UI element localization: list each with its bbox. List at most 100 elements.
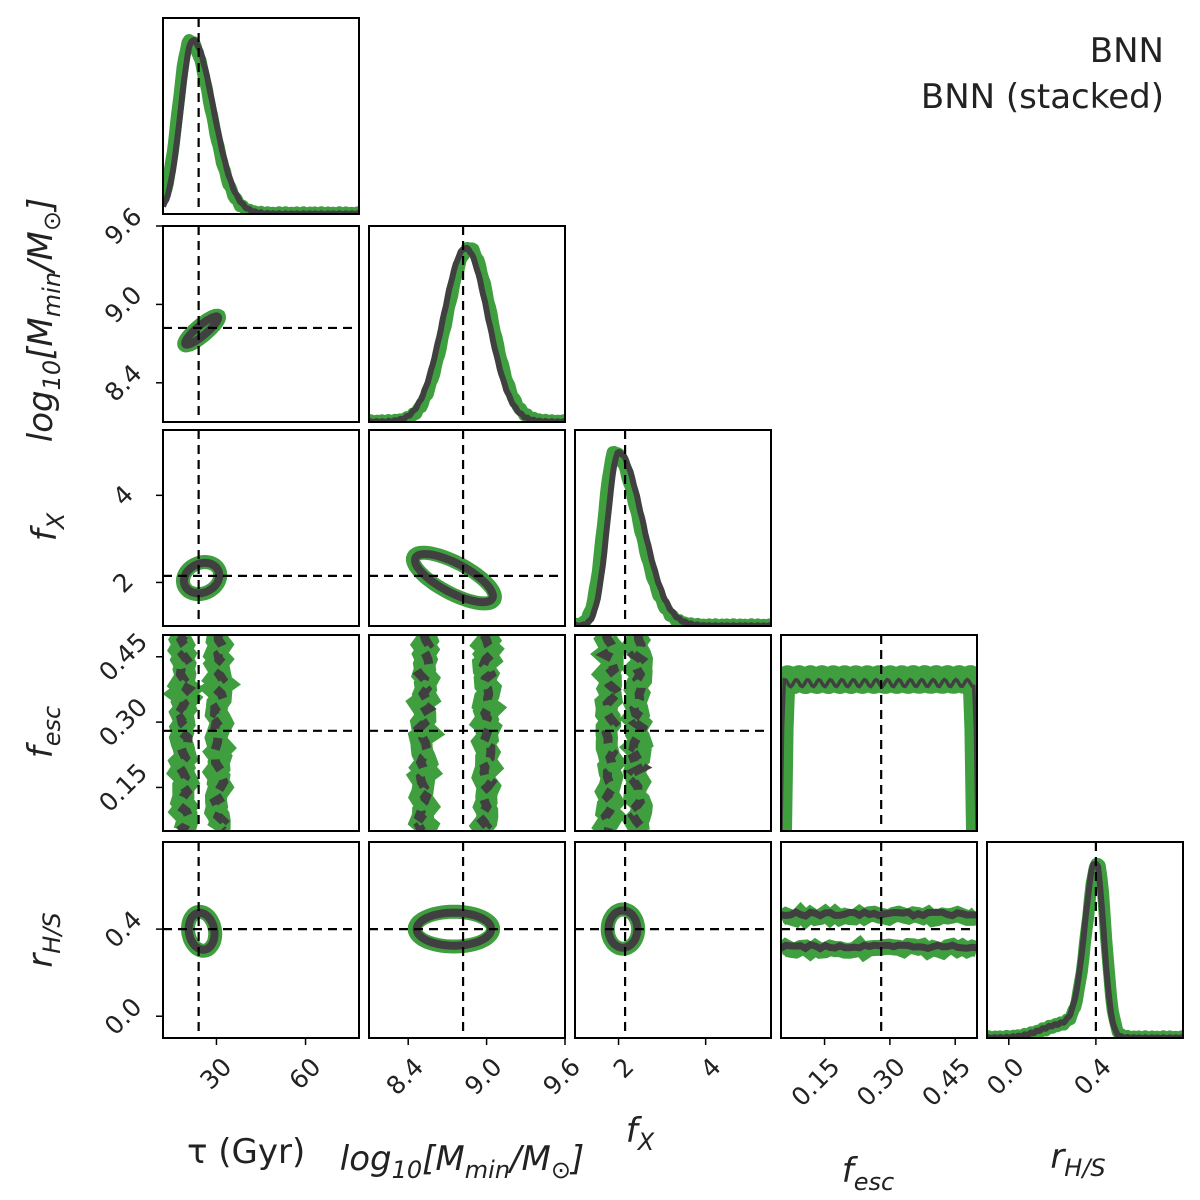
y-tick-label-rhs-1: 0.4 [99,905,148,954]
y-axis-label-fesc: fesc [21,706,66,758]
contour-panel-mmin-fx [405,545,502,611]
x-tick-label-fesc-2: 0.45 [916,1052,976,1112]
band-panel-fesc-rhs [781,901,977,963]
x-axis-label-mmin-part-5: ⊙ [551,1156,571,1184]
axis-box-fx-rhs [574,841,772,1039]
band-bnn-stacked-1 [476,635,498,831]
x-axis-label-fesc: fesc [842,1151,894,1196]
band-bnn-stacked-1 [209,635,231,831]
y-axis-label-rhs: rH/S [21,912,66,967]
y-axis-label-fx: fX [25,512,70,541]
x-tick-label-fx-1: 4 [695,1052,727,1084]
marginal-curve-bnn [781,665,977,831]
marginal-panel-mmin [369,242,565,422]
legend-entry-bnn-stacked: BNN (stacked) [921,77,1164,117]
y-axis-label-mmin-part-1: 10 [38,360,66,391]
contour-panel-tau-fx [176,554,228,602]
contour-panel-tau-rhs [181,904,223,958]
axis-box-fesc-fesc [780,634,978,832]
axis-box-fesc-rhs [780,841,978,1039]
marginal-panel-fx [575,446,771,626]
x-tick-label-mmin-1: 9.0 [459,1052,508,1101]
axis-box-tau-fesc [162,634,360,832]
x-axis-label-fx: fX [626,1111,655,1156]
y-tick-label-fx-0: 2 [107,567,139,599]
x-tick-label-mmin-0: 8.4 [381,1052,430,1101]
band-bnn-stacked-0 [781,940,977,953]
x-axis-label-fx-part-1: X [636,1128,655,1156]
band-panel-tau-fesc [163,635,242,831]
y-axis-label-mmin-part-4: /M [21,231,61,275]
y-axis-label-mmin-part-3: min [38,272,66,317]
axis-box-mmin-fx [368,429,566,627]
axis-box-tau-mmin [162,225,360,423]
x-tick-label-tau-1: 60 [284,1052,327,1095]
y-tick-label-rhs-0: 0.0 [99,992,148,1041]
marginal-panel-rhs [987,858,1183,1038]
legend: BNN BNN (stacked) [921,31,1164,117]
x-tick-label-mmin-2: 9.6 [537,1052,586,1101]
y-tick-label-mmin-0: 8.4 [99,359,148,408]
band-bnn-1 [619,635,654,831]
y-axis-label-mmin-part-2: [M [21,317,61,360]
x-axis-label-fesc-part-1: esc [854,1168,894,1196]
y-axis-label-rhs-part-1: H/S [38,912,66,953]
contour-bnn-stacked [410,549,497,607]
marginal-curve-bnn [369,242,565,422]
x-tick-label-fesc-1: 0.30 [851,1052,911,1112]
marginal-panel-tau [163,34,359,214]
marginal-panel-fesc [781,665,977,831]
y-axis-label-fesc-part-1: esc [38,706,66,746]
y-axis-label-fx-part-1: X [42,512,70,531]
band-panel-fx-fesc [590,635,654,831]
axis-box-fx-fx [574,429,772,627]
panels-layer [162,17,1184,1039]
x-tick-label-fesc-0: 0.15 [786,1052,846,1112]
marginal-curve-bnn [163,34,359,214]
y-tick-label-fesc-0: 0.15 [93,758,153,818]
y-axis-label-rhs-part-0: r [21,952,61,968]
band-bnn-stacked-0 [595,635,622,831]
x-tick-label-fx-0: 2 [608,1052,640,1084]
x-axis-label-mmin-part-1: 10 [392,1156,423,1184]
y-tick-label-mmin-1: 9.0 [99,280,148,329]
x-axis-label-tau: τ (Gyr) [187,1132,305,1172]
axis-box-fx-fesc [574,634,772,832]
y-axis-label-mmin: log10[Mmin/M⊙] [21,198,66,442]
axis-box-rhs-rhs [986,841,1184,1039]
axis-box-mmin-mmin [368,225,566,423]
x-tick-label-tau-0: 30 [194,1052,237,1095]
marginal-curve-bnn-stacked [781,677,977,831]
axis-box-tau-rhs [162,841,360,1039]
marginal-curve-bnn-stacked [163,37,359,214]
x-axis-label-mmin-part-3: min [465,1156,510,1184]
axis-box-tau-fx [162,429,360,627]
legend-entry-bnn: BNN [1090,31,1164,71]
contour-bnn-stacked [179,558,224,598]
y-axis-label-mmin-part-5: ⊙ [38,211,66,231]
x-axis-label-rhs: rH/S [1050,1137,1105,1182]
y-tick-label-fesc-2: 0.45 [93,627,153,687]
band-bnn-stacked-0 [412,635,437,831]
y-axis-label-mmin-part-0: log [21,390,61,442]
x-axis-label-mmin: log10[Mmin/M⊙] [340,1139,584,1184]
axis-box-mmin-fesc [368,634,566,832]
y-tick-label-fx-1: 4 [107,480,139,512]
x-axis-label-rhs-part-1: H/S [1064,1154,1105,1182]
contour-panel-tau-mmin [177,308,227,353]
x-axis-label-rhs-part-0: r [1050,1137,1066,1177]
x-axis-label-mmin-part-2: [M [422,1139,465,1179]
y-tick-label-fesc-1: 0.30 [93,692,153,752]
contour-bnn-stacked [184,908,219,954]
x-axis-label-mmin-part-6: ] [569,1139,584,1179]
y-tick-label-mmin-2: 9.6 [99,202,148,251]
x-axis-label-mmin-part-0: log [340,1139,392,1179]
marginal-curve-bnn-stacked [369,245,565,422]
band-bnn-stacked-1 [781,908,977,920]
x-tick-label-rhs-1: 0.4 [1068,1052,1117,1101]
axis-box-mmin-rhs [368,841,566,1039]
x-axis-label-mmin-part-4: /M [507,1139,551,1179]
axis-box-tau-tau [162,17,360,215]
y-axis-label-mmin-part-6: ] [21,198,61,213]
